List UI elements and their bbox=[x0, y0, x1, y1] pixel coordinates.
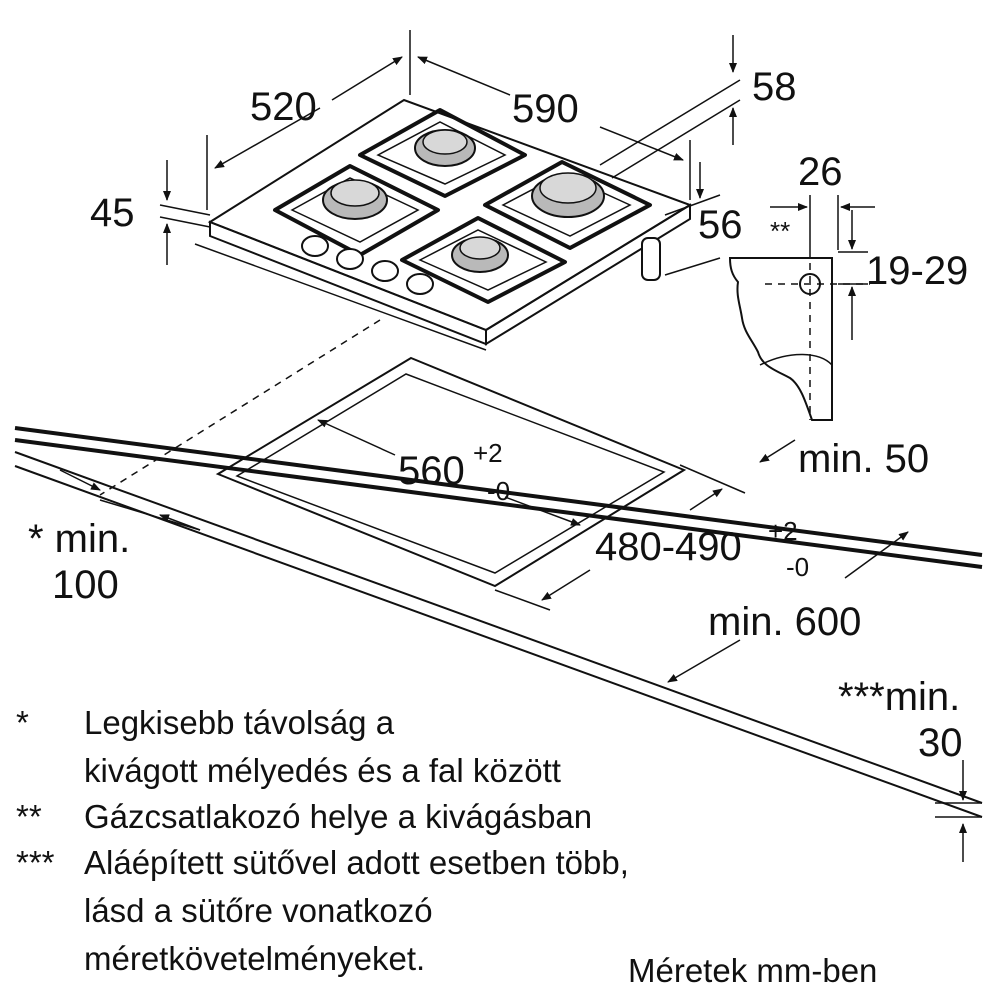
dim-19-29-label: 19-29 bbox=[866, 249, 968, 293]
min-100-label-line1: * min. bbox=[28, 517, 130, 561]
cutout-width-tol-minus: -0 bbox=[786, 552, 809, 582]
burner-back-left bbox=[414, 129, 476, 167]
note-3-line-3: méretkövetelményeket. bbox=[84, 940, 425, 977]
note-3-line-2: lásd a sütőre vonatkozó bbox=[84, 892, 433, 929]
cutout-depth-label: 560 bbox=[398, 449, 465, 493]
note-1-line-1: Legkisebb távolság a bbox=[84, 704, 395, 741]
footnotes: * Legkisebb távolság a kivágott mélyedés… bbox=[16, 704, 629, 977]
min-600-label: min. 600 bbox=[708, 600, 861, 644]
gas-connector-mark: ** bbox=[770, 216, 790, 246]
grate-back-right bbox=[483, 160, 652, 250]
dim-58-label: 58 bbox=[752, 65, 797, 109]
min-50-label: min. 50 bbox=[798, 437, 929, 481]
cutout-outline bbox=[215, 356, 687, 588]
cutout-width-tol-plus: +2 bbox=[768, 516, 798, 546]
cutout-width-label: 480-490 bbox=[595, 525, 742, 569]
note-1-mark: * bbox=[16, 704, 29, 741]
burner-back-right bbox=[531, 172, 605, 218]
min-100-label-line2: 100 bbox=[52, 563, 119, 607]
dim-26-label: 26 bbox=[798, 150, 843, 194]
note-2-line-1: Gázcsatlakozó helye a kivágásban bbox=[84, 798, 592, 835]
grate-front-right bbox=[400, 216, 567, 304]
note-2-mark: ** bbox=[16, 798, 42, 835]
hob bbox=[194, 98, 693, 351]
grate-back-left bbox=[358, 108, 527, 198]
hob-projection-dashed-line bbox=[99, 319, 381, 496]
min-30-label-line2: 30 bbox=[918, 721, 963, 765]
burner-front-left bbox=[322, 179, 388, 220]
control-knobs bbox=[301, 235, 434, 295]
grate-front-left bbox=[273, 164, 440, 257]
dim-590-label: 590 bbox=[512, 87, 579, 131]
note-3-line-1: Aláépített sütővel adott esetben több, bbox=[84, 844, 629, 881]
countertop bbox=[14, 426, 983, 818]
cutout-depth-tol-plus: +2 bbox=[473, 438, 503, 468]
cutout-depth-tol-minus: -0 bbox=[487, 476, 510, 506]
note-1-line-2: kivágott mélyedés és a fal között bbox=[84, 752, 561, 789]
gas-connector-profile bbox=[728, 250, 870, 421]
note-3-mark: *** bbox=[16, 844, 55, 881]
dim-45-label: 45 bbox=[90, 191, 135, 235]
burner-front-right bbox=[451, 236, 509, 273]
dim-56-label: 56 bbox=[698, 203, 743, 247]
dim-520-label: 520 bbox=[250, 85, 317, 129]
min-30-label-line1: ***min. bbox=[838, 675, 960, 719]
units-note: Méretek mm-ben bbox=[628, 952, 877, 989]
